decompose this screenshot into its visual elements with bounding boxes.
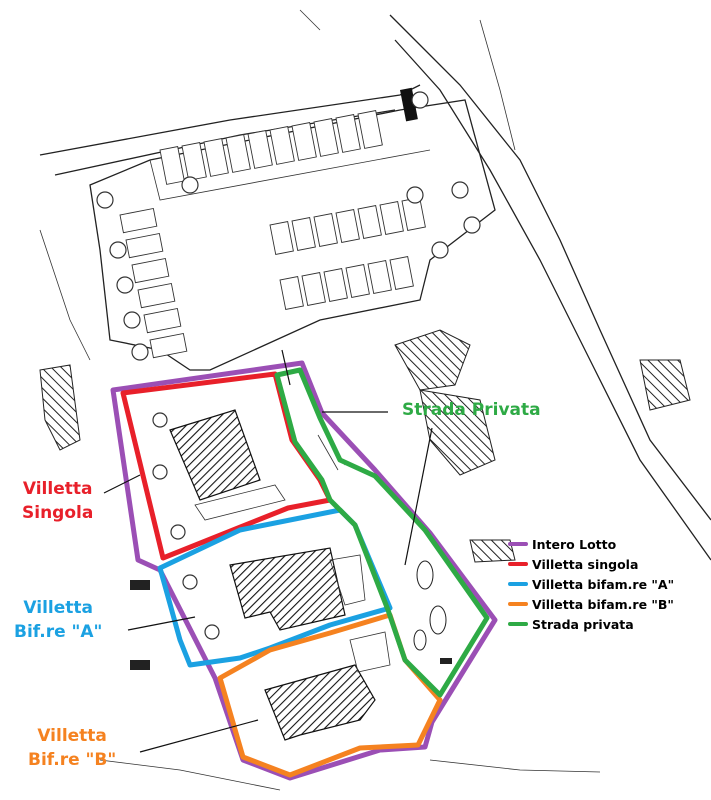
boundary-villetta-bif-a: [157, 507, 393, 668]
legend-label: Villetta singola: [532, 556, 639, 572]
legend-label: Villetta bifam.re "B": [532, 596, 674, 612]
label-villetta-bif-a: Villetta Bif.re "A": [14, 596, 102, 644]
house-singola: [152, 409, 286, 540]
label-villetta-bif-b-line1: Villetta: [37, 726, 107, 746]
house-bif-a: [182, 547, 366, 640]
leader-lines: [103, 349, 433, 753]
legend-swatch: [508, 602, 528, 606]
map-legend: Intero Lotto Villetta singola Villetta b…: [508, 534, 708, 634]
parking-stalls-middle: [269, 197, 426, 310]
parking-area: [89, 87, 496, 371]
legend-item-villetta-bif-a: Villetta bifam.re "A": [508, 574, 708, 594]
legend-label: Intero Lotto: [532, 536, 617, 552]
legend-swatch: [508, 542, 528, 546]
label-strada-privata-text: Strada Privata: [402, 400, 541, 420]
legend-swatch: [508, 562, 528, 566]
label-villetta-singola-line1: Villetta: [22, 479, 93, 499]
legend-item-villetta-singola: Villetta singola: [508, 554, 708, 574]
parking-stalls-top: [159, 87, 418, 185]
label-villetta-singola-line2: Singola: [22, 503, 94, 523]
house-bif-b: [264, 631, 391, 741]
label-villetta-bif-b-line2: Bif.re "B": [28, 750, 117, 770]
legend-label: Villetta bifam.re "A": [532, 576, 675, 592]
legend-swatch: [508, 582, 528, 586]
label-villetta-bif-a-line2: Bif.re "A": [14, 622, 103, 642]
label-villetta-bif-a-line1: Villetta: [23, 598, 93, 618]
legend-swatch: [508, 622, 528, 626]
legend-item-strada-privata: Strada privata: [508, 614, 708, 634]
legend-label: Strada privata: [532, 616, 634, 632]
legend-item-villetta-bif-b: Villetta bifam.re "B": [508, 594, 708, 614]
boundary-villetta-bif-b: [217, 612, 443, 778]
boundary-intero-lotto: [110, 360, 498, 781]
parking-stalls-left: [119, 207, 188, 359]
boundary-strada-privata: [274, 367, 490, 698]
label-villetta-singola: Villetta Singola: [22, 477, 93, 525]
context-buildings: [39, 329, 691, 670]
label-villetta-bif-b: Villetta Bif.re "B": [28, 724, 116, 772]
trees-parking: [96, 91, 481, 361]
label-strada-privata: Strada Privata: [402, 398, 541, 422]
legend-item-intero-lotto: Intero Lotto: [508, 534, 708, 554]
